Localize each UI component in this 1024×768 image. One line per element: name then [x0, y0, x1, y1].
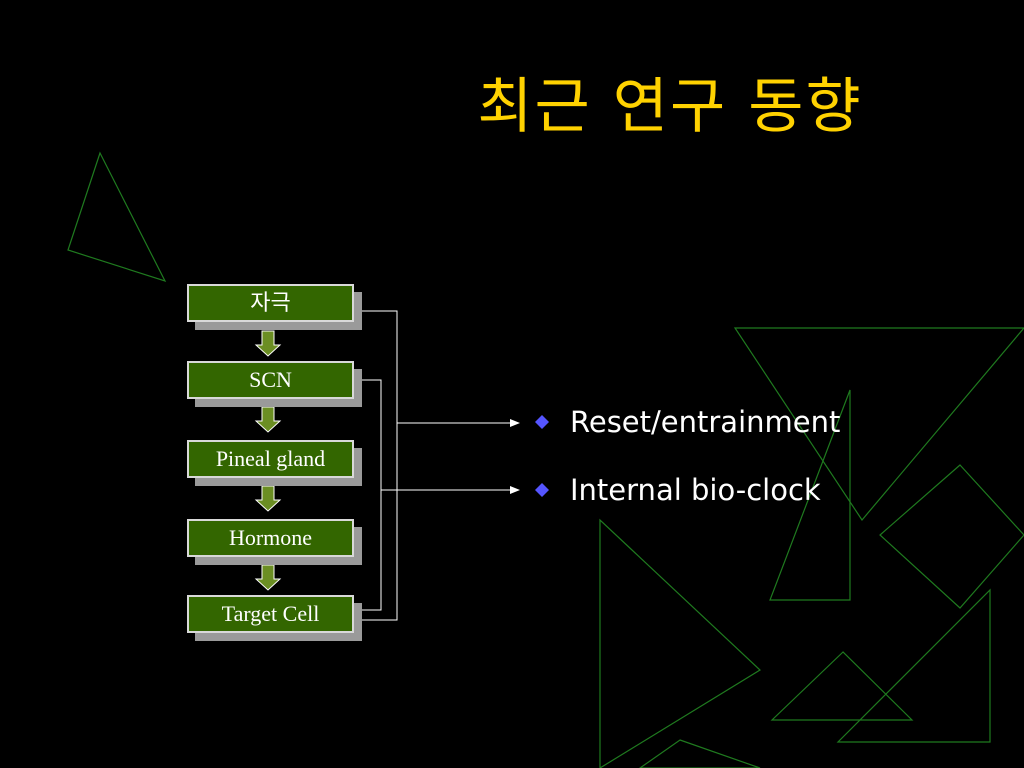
flow-box-label: SCN [187, 361, 354, 399]
inner-bracket-line [362, 379, 382, 611]
deco-triangle-top-right [733, 327, 1024, 521]
flow-box-target-cell: Target Cell [187, 595, 362, 641]
slide-title: 최근 연구 동향 [477, 72, 863, 142]
deco-triangle-lower-right [836, 588, 991, 743]
outcome-label: Internal bio-clock [570, 473, 821, 507]
deco-diamond [879, 464, 1024, 609]
outcome-label: Reset/entrainment [570, 405, 841, 439]
flow-box-hormone: Hormone [187, 519, 362, 565]
down-arrow-icon [254, 406, 282, 433]
flow-box-pineal-gland: Pineal gland [187, 440, 362, 486]
flow-box-label: Target Cell [187, 595, 354, 633]
down-arrow-icon [254, 564, 282, 591]
down-arrow-icon [254, 485, 282, 512]
deco-triangle-lower-left [599, 518, 761, 768]
down-arrow-icon [254, 330, 282, 357]
arrowhead-reset-icon [510, 419, 520, 427]
flow-box-stimulus: 자극 [187, 284, 362, 330]
flow-box-label: Pineal gland [187, 440, 354, 478]
flow-box-label: 자극 [187, 284, 354, 322]
deco-triangle-left [67, 151, 167, 283]
deco-triangle-small [770, 651, 914, 721]
outcome-item-reset: Reset/entrainment [534, 404, 840, 440]
deco-triangle-mid [769, 389, 851, 601]
deco-triangle-bottom [638, 739, 761, 768]
flow-box-scn: SCN [187, 361, 362, 407]
outcome-item-clock: Internal bio-clock [534, 472, 821, 508]
diamond-icon [535, 483, 549, 497]
diamond-icon [535, 415, 549, 429]
outer-bracket-line [362, 310, 398, 621]
arrowhead-clock-icon [510, 486, 520, 494]
flow-box-label: Hormone [187, 519, 354, 557]
